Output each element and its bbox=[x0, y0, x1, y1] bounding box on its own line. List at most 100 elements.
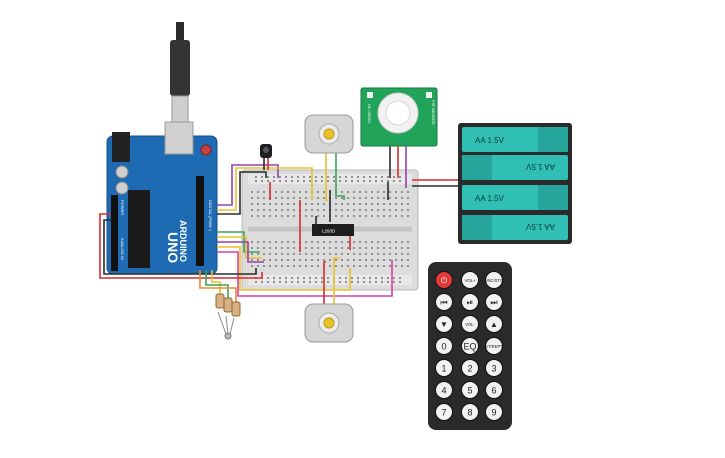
breadboard-hole bbox=[341, 215, 343, 217]
breadboard-hole bbox=[335, 259, 337, 261]
breadboard-hole bbox=[347, 247, 349, 249]
remote-button-row1-1[interactable] bbox=[461, 271, 479, 289]
breadboard-hole bbox=[263, 259, 265, 261]
breadboard-rail-hole bbox=[291, 281, 293, 283]
battery-cell-4: AA 1.5V bbox=[462, 215, 568, 240]
breadboard-rail-hole bbox=[297, 277, 299, 279]
remote-button-row4-2[interactable] bbox=[485, 337, 503, 355]
breadboard-rail-hole bbox=[297, 180, 299, 182]
breadboard-hole bbox=[293, 241, 295, 243]
breadboard-hole bbox=[305, 197, 307, 199]
breadboard-hole bbox=[389, 241, 391, 243]
breadboard-hole bbox=[281, 209, 283, 211]
breadboard-hole bbox=[377, 215, 379, 217]
remote-button-row6-0[interactable] bbox=[435, 381, 453, 399]
remote-button-icon: ▼ bbox=[440, 320, 448, 329]
breadboard-hole bbox=[287, 209, 289, 211]
remote-button-row6-2[interactable] bbox=[485, 381, 503, 399]
breadboard-hole bbox=[305, 215, 307, 217]
breadboard-hole bbox=[359, 203, 361, 205]
breadboard-hole bbox=[257, 197, 259, 199]
breadboard-hole bbox=[377, 241, 379, 243]
breadboard-hole bbox=[275, 203, 277, 205]
breadboard-hole bbox=[401, 247, 403, 249]
breadboard-hole bbox=[287, 191, 289, 193]
remote-button-row7-1[interactable] bbox=[461, 403, 479, 421]
breadboard-hole bbox=[341, 253, 343, 255]
breadboard-hole bbox=[305, 259, 307, 261]
breadboard-hole bbox=[347, 197, 349, 199]
remote-button-label: FUNC/STOP bbox=[482, 278, 506, 283]
remote-button-row7-2[interactable] bbox=[485, 403, 503, 421]
breadboard-rail-hole bbox=[267, 277, 269, 279]
breadboard-hole bbox=[395, 215, 397, 217]
breadboard-rail-hole bbox=[351, 281, 353, 283]
reset-button bbox=[200, 144, 212, 156]
breadboard-hole bbox=[305, 209, 307, 211]
battery-pack: AA 1.5V AA 1.5V AA 1.5V AA 1.5V bbox=[458, 123, 572, 244]
breadboard-rail-hole bbox=[285, 277, 287, 279]
breadboard-hole bbox=[347, 265, 349, 267]
breadboard-hole bbox=[293, 253, 295, 255]
breadboard-rail-hole bbox=[255, 281, 257, 283]
breadboard-hole bbox=[329, 241, 331, 243]
breadboard-hole bbox=[287, 253, 289, 255]
breadboard-hole bbox=[371, 209, 373, 211]
remote-button-row2-0[interactable] bbox=[435, 293, 453, 311]
remote-button-row5-2[interactable] bbox=[485, 359, 503, 377]
wires bbox=[99, 146, 460, 306]
breadboard-rail-hole bbox=[321, 176, 323, 178]
breadboard-hole bbox=[335, 241, 337, 243]
breadboard-hole bbox=[299, 265, 301, 267]
breadboard-hole bbox=[251, 241, 253, 243]
remote-button-row1-0[interactable] bbox=[435, 271, 453, 289]
breadboard-hole bbox=[251, 253, 253, 255]
remote-button-row7-0[interactable] bbox=[435, 403, 453, 421]
breadboard-hole bbox=[305, 253, 307, 255]
remote-button-row2-2[interactable] bbox=[485, 293, 503, 311]
breadboard-rail-hole bbox=[309, 277, 311, 279]
remote-button-row5-1[interactable] bbox=[461, 359, 479, 377]
breadboard-hole bbox=[263, 265, 265, 267]
remote-button-row3-2[interactable] bbox=[485, 315, 503, 333]
remote-button-row2-1[interactable] bbox=[461, 293, 479, 311]
breadboard-hole bbox=[377, 265, 379, 267]
remote-button-label: 9 bbox=[491, 408, 496, 418]
breadboard-hole bbox=[353, 259, 355, 261]
breadboard-hole bbox=[287, 197, 289, 199]
breadboard-hole bbox=[257, 203, 259, 205]
breadboard-hole bbox=[341, 259, 343, 261]
breadboard-hole bbox=[311, 209, 313, 211]
breadboard-rail-hole bbox=[327, 277, 329, 279]
remote-button-row4-0[interactable] bbox=[435, 337, 453, 355]
breadboard-rail-hole bbox=[387, 176, 389, 178]
remote-button-row4-1[interactable] bbox=[461, 337, 479, 355]
breadboard-hole bbox=[395, 197, 397, 199]
breadboard-rail-hole bbox=[393, 277, 395, 279]
breadboard-hole bbox=[395, 259, 397, 261]
breadboard-rail-hole bbox=[297, 281, 299, 283]
remote-button-label: EQ bbox=[463, 342, 476, 352]
breadboard-rail-hole bbox=[387, 180, 389, 182]
breadboard-rail-hole bbox=[339, 281, 341, 283]
motor-driver-label: L293D bbox=[322, 229, 336, 234]
breadboard-rail-hole bbox=[399, 277, 401, 279]
breadboard-rail-hole bbox=[279, 281, 281, 283]
remote-button-row3-1[interactable] bbox=[461, 315, 479, 333]
breadboard-rail-hole bbox=[351, 176, 353, 178]
remote-button-row6-1[interactable] bbox=[461, 381, 479, 399]
remote-button-label: 0 bbox=[441, 342, 446, 352]
breadboard-hole bbox=[377, 259, 379, 261]
breadboard-hole bbox=[329, 253, 331, 255]
breadboard-rail-hole bbox=[267, 180, 269, 182]
remote-button-row5-0[interactable] bbox=[435, 359, 453, 377]
breadboard-rail-hole bbox=[315, 180, 317, 182]
breadboard-hole bbox=[389, 253, 391, 255]
breadboard-hole bbox=[263, 197, 265, 199]
breadboard-rail-hole bbox=[279, 180, 281, 182]
breadboard-hole bbox=[395, 203, 397, 205]
remote-button-row1-2[interactable] bbox=[485, 271, 503, 289]
remote-button-row3-0[interactable] bbox=[435, 315, 453, 333]
